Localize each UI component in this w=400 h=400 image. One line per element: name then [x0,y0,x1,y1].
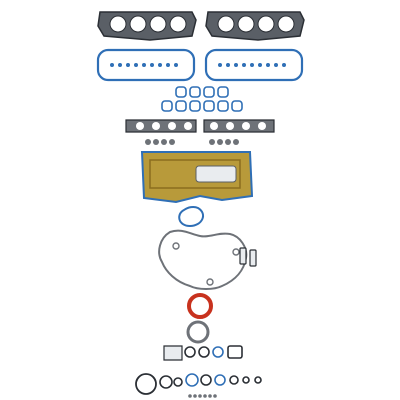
oil-pan-gasket [140,151,254,204]
misc-gaskets-top-row [163,345,243,361]
oval-gasket [178,205,205,228]
head-gasket-right [205,11,305,41]
front-seal [186,320,210,344]
exhaust-manifold-gasket-right [203,119,275,133]
rear-main-seal [187,293,213,319]
bottom-rings [135,373,262,395]
valve-cover-gasket-right [204,48,304,82]
valve-cover-gasket-left [96,48,196,82]
tiny-seal-strip [188,394,217,398]
head-gasket-left [97,11,197,41]
intake-port-seals [161,86,243,112]
exhaust-manifold-gasket-left [125,119,197,133]
timing-cover-bolts [239,247,257,267]
timing-cover-gasket [158,229,248,290]
fastener-row [145,139,239,145]
